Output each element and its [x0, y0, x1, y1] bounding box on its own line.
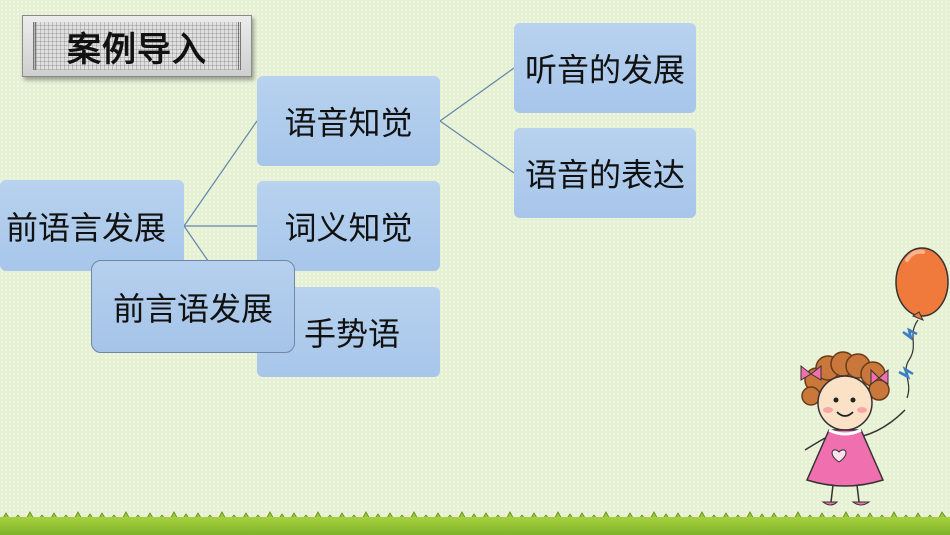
node-branch-2: 词义知觉	[257, 181, 440, 271]
node-branch-1: 语音知觉	[257, 76, 440, 166]
grass-ground	[0, 517, 950, 535]
node-branch-1-child-2: 语音的表达	[514, 128, 696, 218]
page-title: 案例导入	[67, 30, 207, 70]
title-banner: 案例导入	[22, 15, 252, 77]
overlay-node: 前言语发展	[91, 260, 295, 353]
connector-root-to-branch-1	[183, 120, 258, 227]
connector-branch1-to-child-2	[439, 120, 515, 174]
balloon-icon	[895, 247, 949, 399]
node-root: 前语言发展	[0, 180, 184, 271]
node-branch-1-child-1: 听音的发展	[514, 23, 696, 113]
title-scroll-grid	[33, 22, 241, 70]
node-branch-3: 手势语	[257, 287, 440, 377]
girl-with-balloon-illustration	[800, 247, 949, 506]
connector-branch1-to-child-1	[439, 67, 515, 122]
dress	[805, 429, 885, 487]
face	[817, 375, 873, 431]
